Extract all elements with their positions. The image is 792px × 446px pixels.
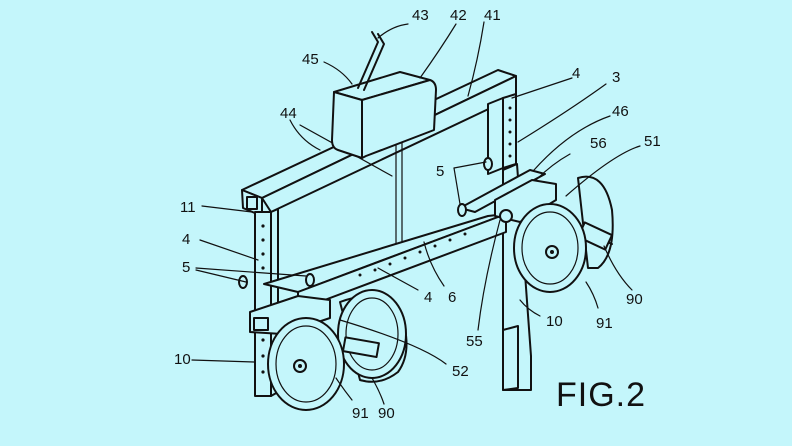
label-90-right: 90: [626, 291, 643, 308]
label-4-top: 4: [572, 65, 580, 82]
label-45: 45: [302, 51, 319, 68]
leader-lines: [191, 21, 641, 405]
label-55: 55: [466, 333, 483, 350]
label-90-left: 90: [378, 405, 395, 422]
label-10-right: 10: [546, 313, 563, 330]
label-41: 41: [484, 7, 501, 24]
reference-numerals: 43 42 41 45 4 3 46 44 5 56 51 11 4 5 4 6…: [174, 7, 661, 422]
label-10-left: 10: [174, 351, 191, 368]
label-42: 42: [450, 7, 467, 24]
crank-handle: [357, 31, 385, 91]
figure-title: FIG.2: [556, 376, 646, 414]
label-51: 51: [644, 133, 661, 150]
label-5-left: 5: [182, 259, 190, 276]
label-52: 52: [452, 363, 469, 380]
right-frame-post: [487, 93, 517, 175]
pins-5: [238, 157, 493, 289]
label-91-left: 91: [352, 405, 369, 422]
label-91-right: 91: [596, 315, 613, 332]
label-44: 44: [280, 105, 297, 122]
label-4-bottom: 4: [424, 289, 432, 306]
label-11: 11: [180, 199, 196, 216]
right-wheel-assembly: [494, 175, 614, 293]
label-5-mid: 5: [436, 163, 444, 180]
left-wheel-assembly: [249, 289, 408, 411]
label-43: 43: [412, 7, 429, 24]
brace-46: [459, 169, 546, 213]
label-4-left: 4: [182, 231, 190, 248]
label-46: 46: [612, 103, 629, 120]
control-box: [331, 71, 437, 159]
lower-bar: [263, 213, 507, 311]
label-3: 3: [612, 69, 620, 86]
label-6: 6: [448, 289, 456, 306]
label-56: 56: [590, 135, 607, 152]
